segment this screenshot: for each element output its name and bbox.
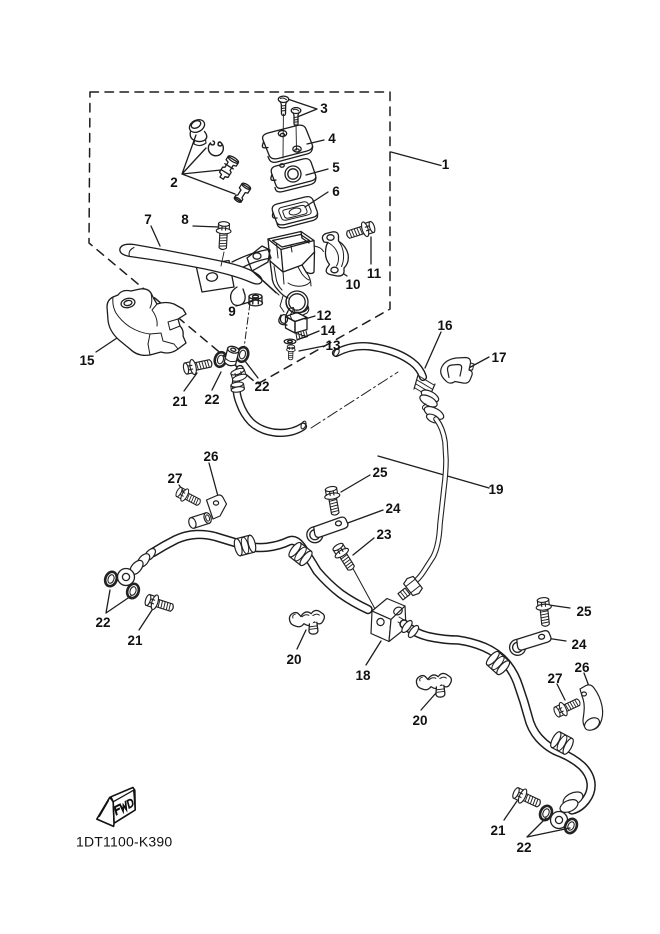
svg-text:25: 25 (576, 604, 592, 619)
svg-text:4: 4 (328, 131, 336, 146)
svg-text:21: 21 (490, 823, 506, 838)
svg-text:21: 21 (172, 394, 188, 409)
svg-text:12: 12 (316, 308, 331, 323)
svg-text:26: 26 (203, 449, 219, 464)
svg-text:6: 6 (332, 184, 340, 199)
svg-text:20: 20 (412, 713, 427, 728)
svg-text:14: 14 (320, 323, 336, 338)
svg-text:22: 22 (254, 379, 269, 394)
svg-text:27: 27 (547, 671, 562, 686)
svg-text:27: 27 (167, 471, 182, 486)
svg-text:19: 19 (488, 482, 503, 497)
svg-text:2: 2 (170, 175, 178, 190)
svg-text:13: 13 (325, 338, 341, 353)
svg-text:7: 7 (144, 212, 152, 227)
svg-text:25: 25 (372, 465, 388, 480)
svg-text:22: 22 (204, 392, 219, 407)
svg-text:5: 5 (332, 160, 340, 175)
svg-text:20: 20 (286, 652, 301, 667)
svg-text:11: 11 (367, 266, 382, 281)
svg-text:8: 8 (181, 212, 189, 227)
svg-text:3: 3 (320, 101, 328, 116)
svg-text:1DT1100-K390: 1DT1100-K390 (76, 834, 172, 850)
svg-text:1: 1 (442, 157, 450, 172)
svg-text:24: 24 (385, 501, 401, 516)
svg-text:22: 22 (516, 840, 531, 855)
svg-text:15: 15 (79, 353, 95, 368)
svg-text:17: 17 (491, 350, 506, 365)
svg-text:16: 16 (437, 318, 453, 333)
svg-text:22: 22 (95, 615, 110, 630)
svg-text:23: 23 (376, 527, 392, 542)
svg-text:10: 10 (345, 277, 360, 292)
svg-text:21: 21 (127, 633, 143, 648)
svg-text:24: 24 (571, 637, 587, 652)
svg-text:26: 26 (574, 660, 590, 675)
svg-text:18: 18 (355, 668, 371, 683)
svg-text:9: 9 (228, 304, 236, 319)
